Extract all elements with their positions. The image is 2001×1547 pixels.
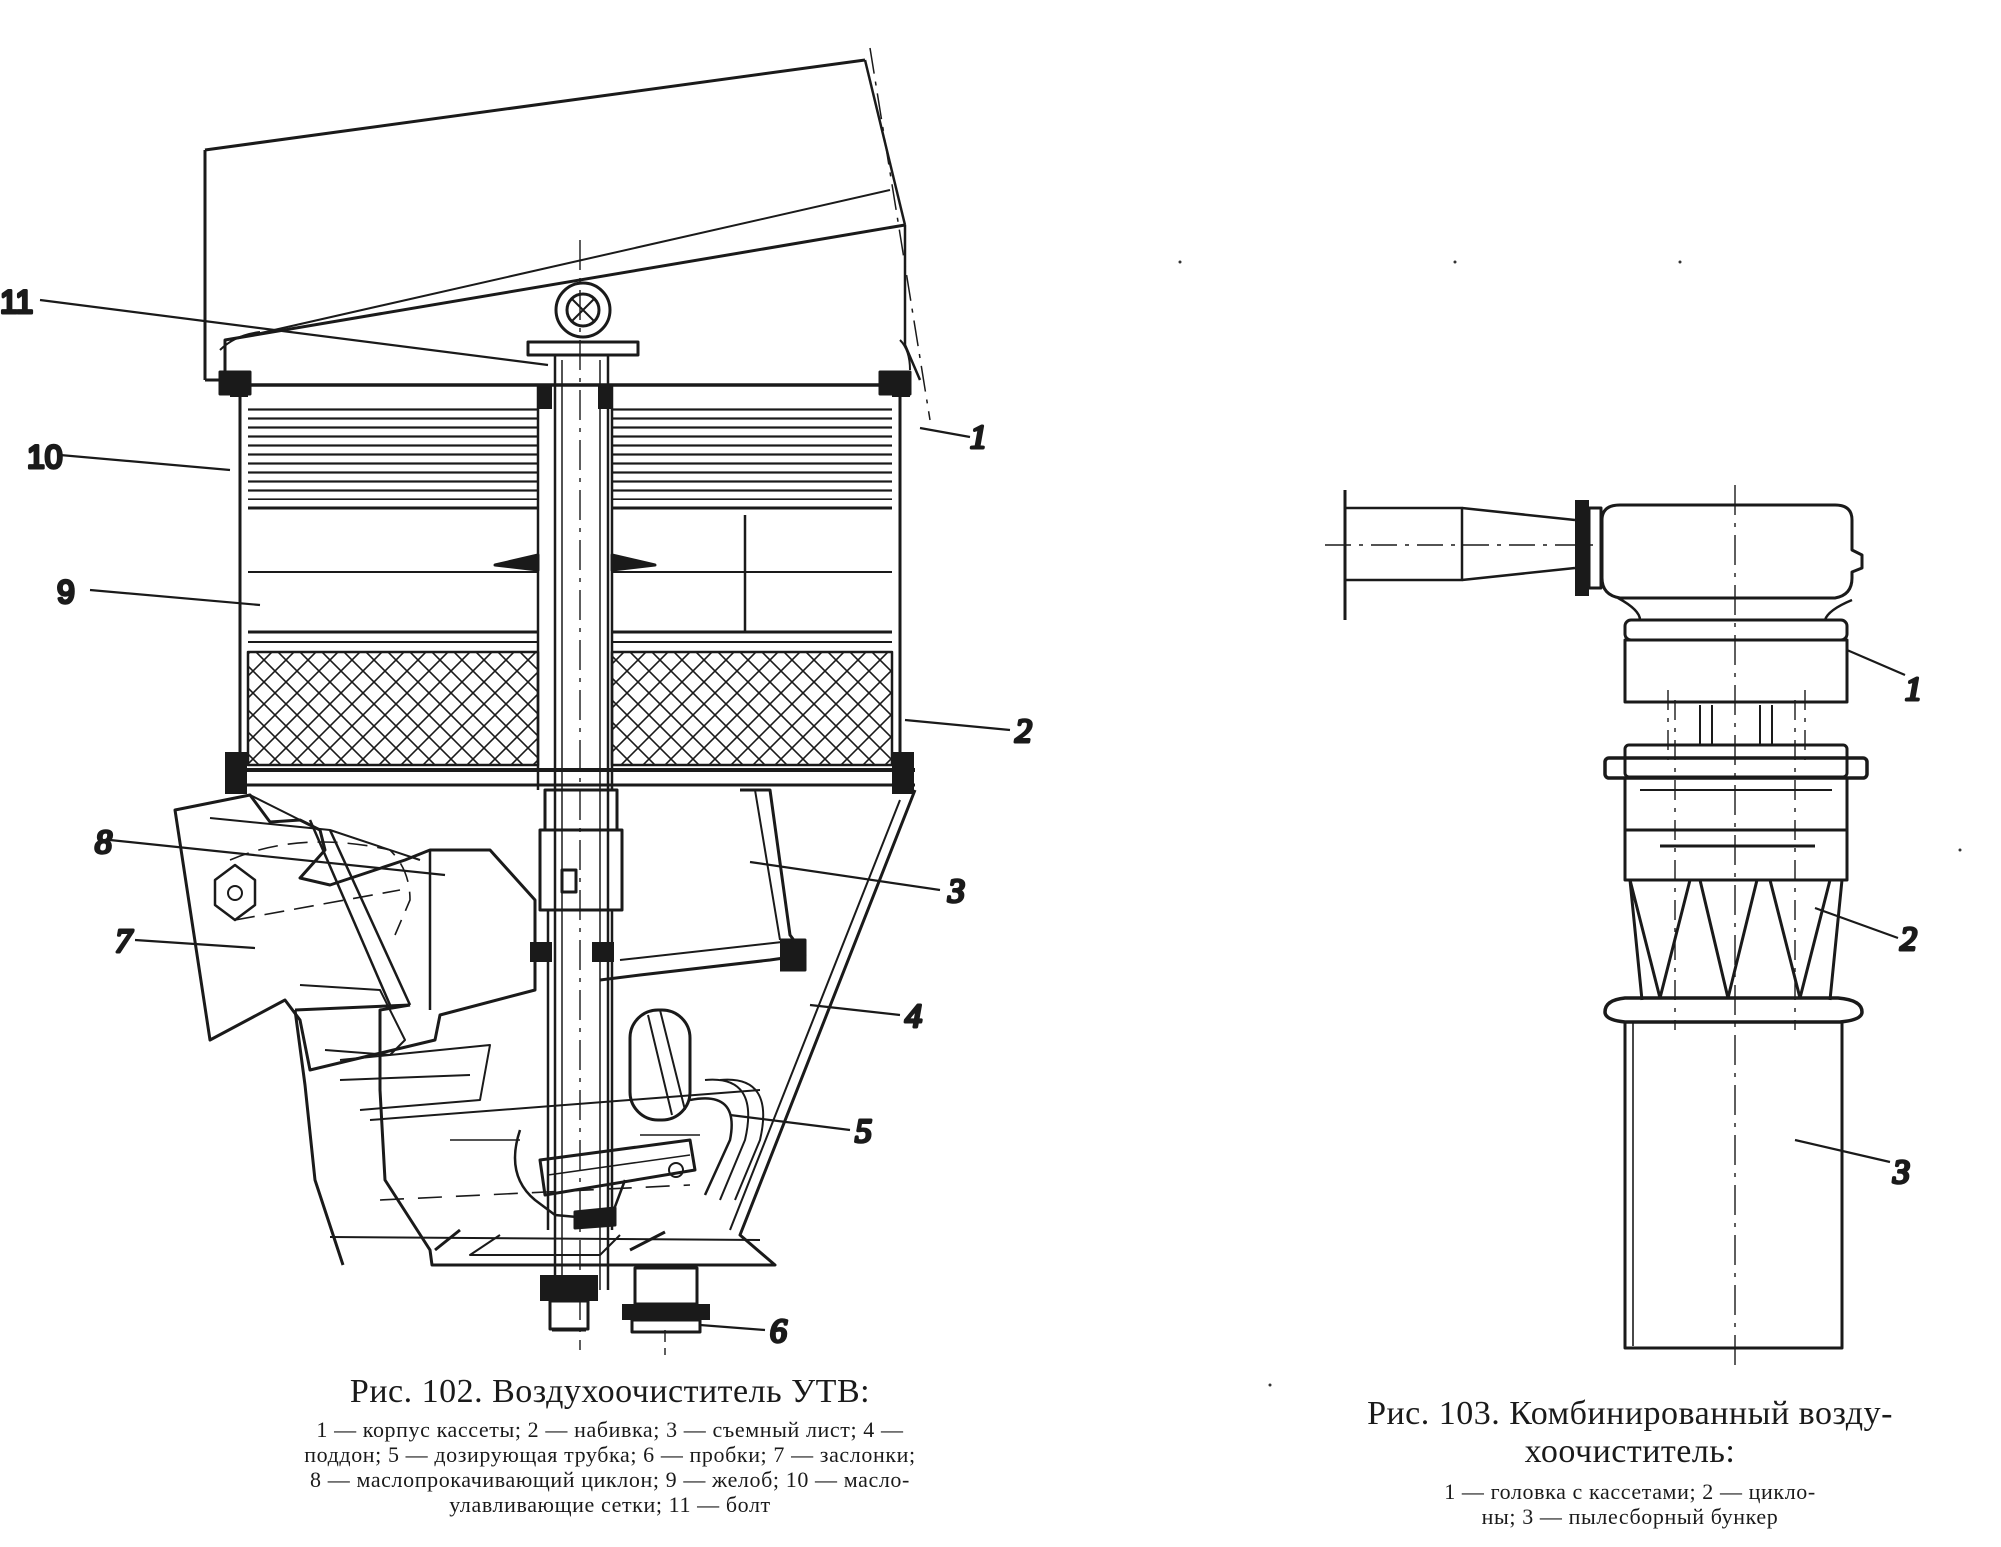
filter-packing-right — [610, 650, 894, 767]
figure-102-air-cleaner-drawing: 11 1 10 9 2 3 8 7 4 5 6 — [0, 47, 1034, 1355]
removable-sheet — [599, 788, 807, 982]
callout-5: 5 — [855, 1113, 872, 1150]
callout-11: 11 — [0, 284, 33, 320]
legend-line: улавливающие сетки; 11 — болт — [449, 1492, 771, 1517]
legend-line: 1 — головка с кассетами; 2 — цикло- — [1444, 1479, 1816, 1504]
figure-103-title-line-2: хоочиститель: — [1524, 1433, 1736, 1470]
oil-tray — [293, 789, 917, 1267]
scan-specks — [1178, 260, 1962, 1387]
callout-7: 7 — [115, 923, 134, 960]
filter-packing-left — [246, 650, 540, 767]
callout-8: 8 — [95, 824, 112, 861]
cassette-head — [1600, 503, 1864, 760]
callout-6: 6 — [770, 1313, 787, 1350]
dust-bunker — [1603, 996, 1864, 1350]
figure-102-caption: Рис. 102. Воздухоочиститель УТВ: 1 — кор… — [190, 1373, 1030, 1517]
flange-seal-left — [218, 370, 252, 396]
cyclones — [1628, 700, 1844, 1030]
legend-line: 8 — маслопрокачивающий циклон; 9 — желоб… — [310, 1467, 910, 1492]
central-bolt-tube — [526, 240, 640, 1350]
oil-pumping-cyclone — [173, 793, 537, 1111]
oil-mesh-right — [612, 405, 892, 500]
inlet-duct — [203, 47, 931, 421]
leader-lines-103 — [1794, 648, 1906, 1164]
callout-103-1: 1 — [1905, 671, 1922, 708]
figure-103-caption: Рис. 103. Комбинированный возду- хоочист… — [1320, 1395, 1940, 1529]
callout-9: 9 — [57, 574, 75, 610]
cyclone-block — [1603, 743, 1869, 882]
callout-103-2: 2 — [1900, 921, 1917, 958]
callout-3: 3 — [947, 873, 965, 910]
legend-line: 1 — корпус кассеты; 2 — набивка; 3 — съе… — [316, 1417, 904, 1442]
legend-line: ны; 3 — пылесборный бункер — [1481, 1504, 1779, 1529]
cassette-housing — [225, 383, 915, 794]
callout-10: 10 — [27, 439, 63, 475]
leader-lines-102 — [39, 298, 1011, 1332]
chute-level — [248, 506, 892, 643]
oil-mesh-left — [248, 405, 538, 500]
callout-2: 2 — [1015, 713, 1032, 750]
callout-103-3: 3 — [1892, 1154, 1910, 1191]
drain-plug — [622, 1266, 710, 1355]
callout-1: 1 — [970, 419, 987, 456]
figure-103-legend: 1 — головка с кассетами; 2 — цикло- ны; … — [1320, 1479, 1940, 1529]
figure-102-legend: 1 — корпус кассеты; 2 — набивка; 3 — съе… — [190, 1417, 1030, 1517]
figure-102-title: Рис. 102. Воздухоочиститель УТВ: — [349, 1373, 871, 1410]
callout-4: 4 — [905, 998, 922, 1035]
intake-pipe — [1325, 490, 1603, 620]
flange-seal-right — [878, 370, 912, 396]
dosing-tube — [513, 1008, 765, 1230]
legend-line: поддон; 5 — дозирующая трубка; 6 — пробк… — [304, 1442, 916, 1467]
figure-103-title-line-1: Рис. 103. Комбинированный возду- — [1367, 1395, 1893, 1432]
figure-103-combined-air-cleaner-drawing: 1 2 3 — [1325, 485, 1924, 1365]
